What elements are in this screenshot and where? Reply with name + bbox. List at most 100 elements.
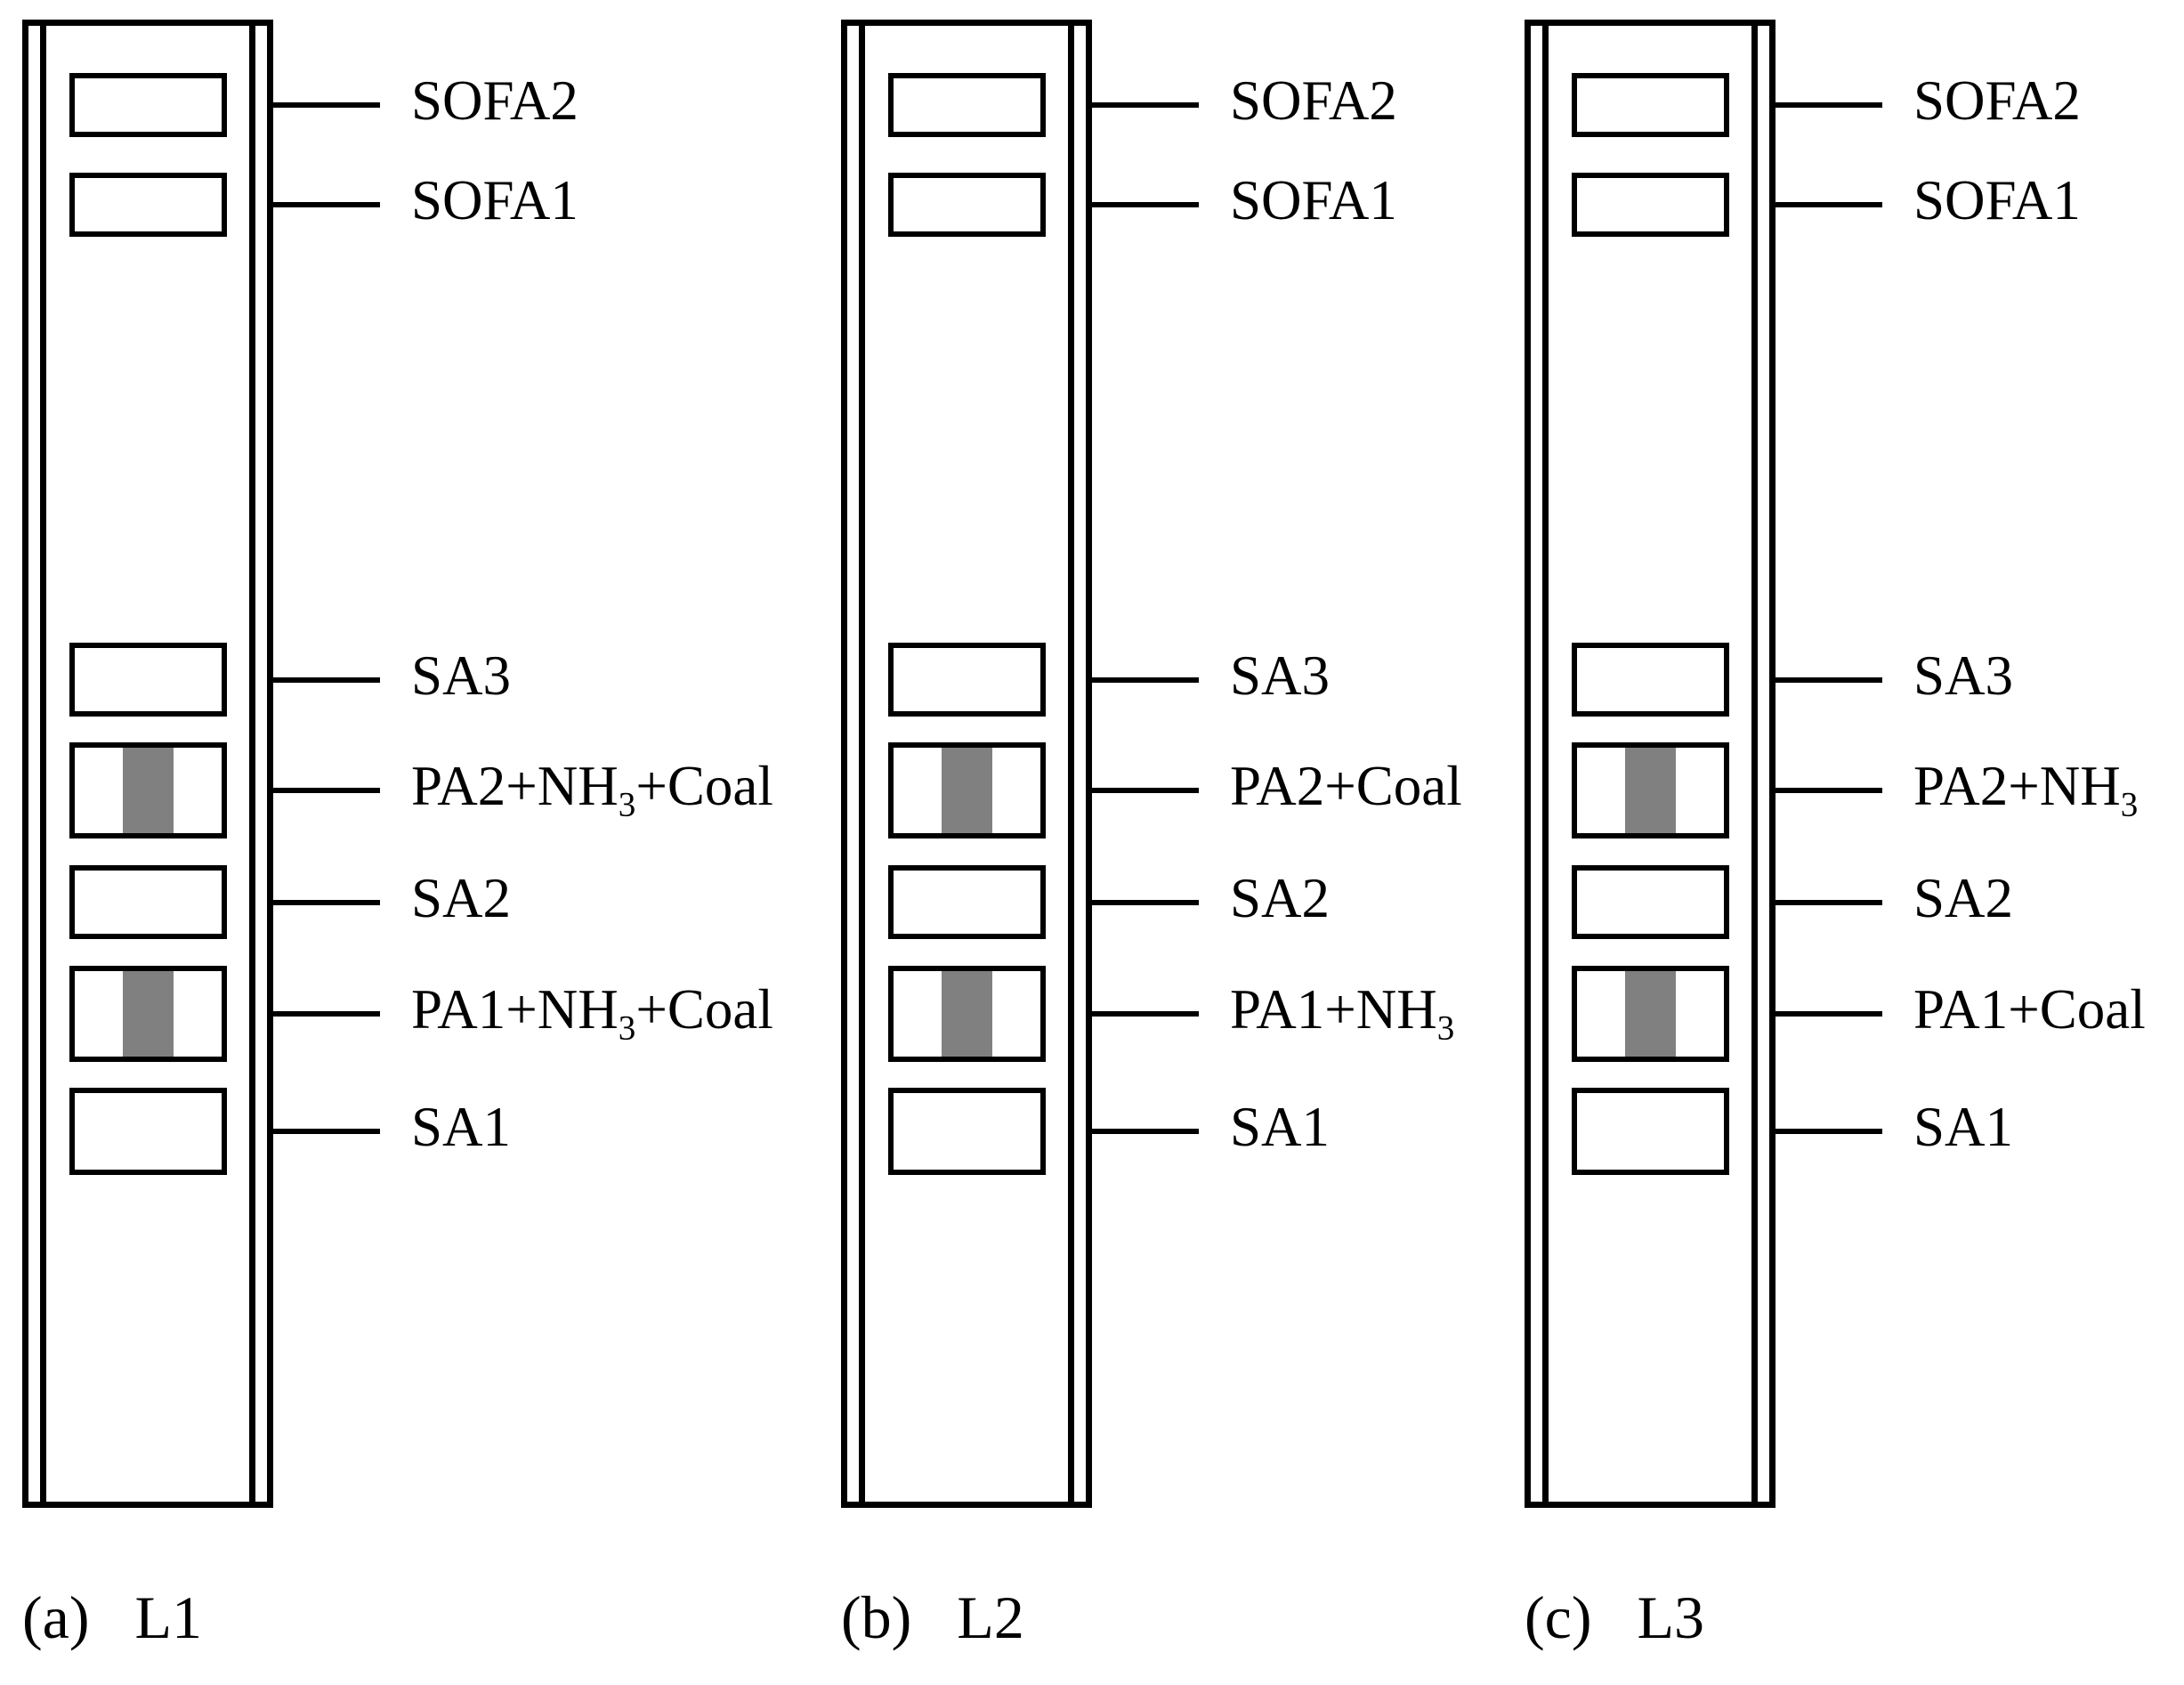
column-wall-outer-left xyxy=(22,20,28,1508)
burner-label-text: SA1 xyxy=(411,1096,512,1158)
burner-label-sa2: SA2 xyxy=(1230,870,1330,927)
burner-label-text: SOFA1 xyxy=(1913,169,2081,231)
caption-index: (c) xyxy=(1525,1584,1592,1651)
burner-label-text: SA2 xyxy=(411,866,512,929)
burner-label-text: SOFA1 xyxy=(1230,169,1397,231)
column-wall-outer-left xyxy=(1525,20,1531,1508)
burner-box-sofa1 xyxy=(888,173,1046,237)
caption-name: L1 xyxy=(134,1584,203,1651)
burner-label-text: SA3 xyxy=(1230,644,1331,707)
leader-line-sofa1 xyxy=(1776,202,1882,207)
burner-box-sa2 xyxy=(888,865,1046,939)
burner-label-subscript: 3 xyxy=(618,1009,636,1048)
burner-label-sa2: SA2 xyxy=(411,870,511,927)
burner-label-sofa1: SOFA1 xyxy=(1230,173,1397,229)
burner-label-sofa2: SOFA2 xyxy=(1913,73,2081,129)
leader-line-sa2 xyxy=(1776,899,1882,905)
burner-label-text: SOFA2 xyxy=(411,69,578,132)
burner-box-sofa2 xyxy=(69,73,227,137)
column-wall-outer-left xyxy=(841,20,847,1508)
leader-line-sa2 xyxy=(273,899,380,905)
leader-line-sofa2 xyxy=(1776,102,1882,108)
leader-line-sofa1 xyxy=(1092,202,1199,207)
burner-box-sa3 xyxy=(69,643,227,717)
burner-label-text: PA1+Coal xyxy=(1913,978,2146,1041)
burner-box-pa1 xyxy=(1572,966,1729,1062)
column-top-cap xyxy=(841,20,1092,26)
burner-box-sofa2 xyxy=(1572,73,1729,137)
leader-line-pa2 xyxy=(1776,788,1882,793)
burner-label-pa1: PA1+NH3+Coal xyxy=(411,982,773,1046)
fuel-band-pa2 xyxy=(122,748,174,833)
column-wall-outer-right xyxy=(1769,20,1776,1508)
burner-box-sa2 xyxy=(69,865,227,939)
column-top-cap xyxy=(1525,20,1776,26)
fuel-band-pa2 xyxy=(941,748,993,833)
fuel-band-pa1 xyxy=(1624,971,1677,1057)
leader-line-sofa2 xyxy=(273,102,380,108)
burner-box-sa1 xyxy=(1572,1088,1729,1175)
fuel-band-pa1 xyxy=(122,971,174,1057)
burner-label-sa1: SA1 xyxy=(411,1099,511,1155)
burner-label-sofa1: SOFA1 xyxy=(411,173,578,229)
leader-line-sa1 xyxy=(1776,1129,1882,1134)
leader-line-sa3 xyxy=(1776,676,1882,683)
column-bottom-cap xyxy=(1525,1502,1776,1508)
burner-label-subscript: 3 xyxy=(2120,785,2139,824)
burner-label-sa1: SA1 xyxy=(1230,1099,1330,1155)
burner-label-text: SA3 xyxy=(1913,644,2014,707)
furnace-column xyxy=(1525,20,1776,1508)
burner-label-text: SOFA1 xyxy=(411,169,578,231)
panel-caption: (a) L1 xyxy=(22,1583,202,1653)
caption-spacer xyxy=(1591,1584,1637,1651)
caption-name: L3 xyxy=(1637,1584,1705,1651)
burner-label-text: PA2+Coal xyxy=(1230,755,1462,817)
burner-label-text: SA1 xyxy=(1230,1096,1331,1158)
leader-line-pa1 xyxy=(1092,1011,1199,1017)
leader-line-pa1 xyxy=(273,1011,380,1017)
burner-label-text: PA2+NH xyxy=(411,755,619,817)
burner-label-pa2: PA2+Coal xyxy=(1230,758,1462,814)
panel-caption: (c) L3 xyxy=(1525,1583,1704,1653)
burner-box-sa3 xyxy=(1572,643,1729,717)
burner-label-text: SA2 xyxy=(1230,866,1331,929)
burner-label-sa1: SA1 xyxy=(1913,1099,2013,1155)
leader-line-pa2 xyxy=(1092,788,1199,793)
burner-label-sa3: SA3 xyxy=(1913,647,2013,704)
column-wall-inner-left xyxy=(859,20,865,1508)
burner-box-pa1 xyxy=(69,966,227,1062)
burner-box-sa1 xyxy=(69,1088,227,1175)
burner-box-pa2 xyxy=(1572,742,1729,838)
column-wall-inner-right xyxy=(249,20,255,1508)
burner-box-pa2 xyxy=(69,742,227,838)
burner-label-text: PA1+NH xyxy=(1230,978,1437,1041)
burner-box-sa3 xyxy=(888,643,1046,717)
burner-box-sa1 xyxy=(888,1088,1046,1175)
burner-label-sofa2: SOFA2 xyxy=(1230,73,1397,129)
leader-line-sa1 xyxy=(1092,1129,1199,1134)
column-wall-inner-left xyxy=(40,20,46,1508)
burner-label-text: SOFA2 xyxy=(1230,69,1397,132)
burner-label-pa1: PA1+NH3 xyxy=(1230,982,1454,1046)
leader-line-sa3 xyxy=(1092,676,1199,683)
leader-line-sa2 xyxy=(1092,899,1199,905)
burner-label-sofa1: SOFA1 xyxy=(1913,173,2081,229)
burner-label-text: PA2+NH xyxy=(1913,755,2121,817)
burner-label-text: SA2 xyxy=(1913,866,2014,929)
burner-box-sofa2 xyxy=(888,73,1046,137)
fuel-band-pa2 xyxy=(1624,748,1677,833)
burner-label-tail: +Coal xyxy=(635,978,773,1041)
panel-caption: (b) L2 xyxy=(841,1583,1024,1653)
burner-label-tail: +Coal xyxy=(635,755,773,817)
burner-label-sa3: SA3 xyxy=(1230,647,1330,704)
column-bottom-cap xyxy=(841,1502,1092,1508)
column-wall-inner-right xyxy=(1068,20,1074,1508)
caption-index: (b) xyxy=(841,1584,912,1651)
burner-label-subscript: 3 xyxy=(618,785,636,824)
caption-spacer xyxy=(911,1584,957,1651)
burner-label-subscript: 3 xyxy=(1436,1009,1455,1048)
furnace-column xyxy=(841,20,1092,1508)
